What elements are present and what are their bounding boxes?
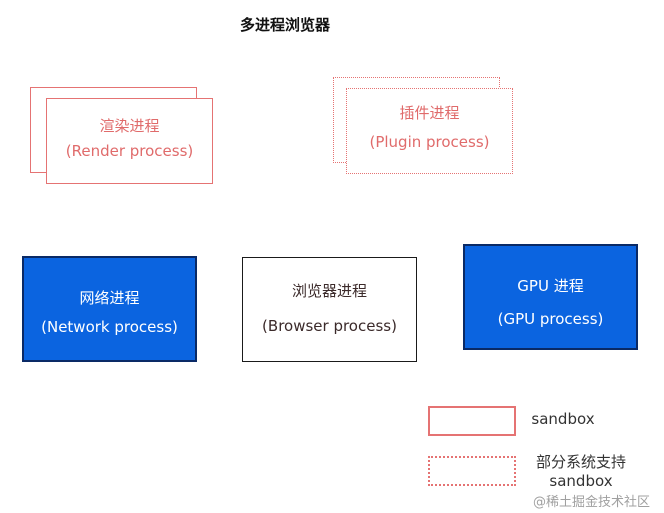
plugin-process-name: 插件进程 [399,104,460,122]
legend-partial-sandbox-swatch [428,456,516,486]
network-process-name: 网络进程 [79,289,140,307]
browser-process-box: 浏览器进程 (Browser process) [242,257,417,362]
gpu-process-name: GPU 进程 [517,277,584,295]
gpu-process-box: GPU 进程 (GPU process) [463,244,638,350]
network-process-subtitle: (Network process) [41,318,178,336]
network-process-box: 网络进程 (Network process) [22,256,197,362]
watermark: @稀土掘金技术社区 [533,495,651,510]
legend-partial-sandbox-label-line1: 部分系统支持 [535,453,626,471]
legend-sandbox-swatch [428,406,516,436]
browser-process-name: 浏览器进程 [291,282,367,300]
diagram-title: 多进程浏览器 [239,16,330,34]
browser-process-subtitle: (Browser process) [262,317,397,335]
render-process-subtitle: (Render process) [65,142,194,160]
plugin-process-subtitle: (Plugin process) [369,133,490,151]
gpu-process-subtitle: (GPU process) [497,310,604,328]
render-process-name: 渲染进程 [99,117,160,135]
legend-partial-sandbox-label-line2: sandbox [549,472,613,490]
legend-sandbox-label: sandbox [531,410,595,428]
render-process-box: 渲染进程 (Render process) [46,98,213,184]
plugin-process-box: 插件进程 (Plugin process) [346,88,513,174]
